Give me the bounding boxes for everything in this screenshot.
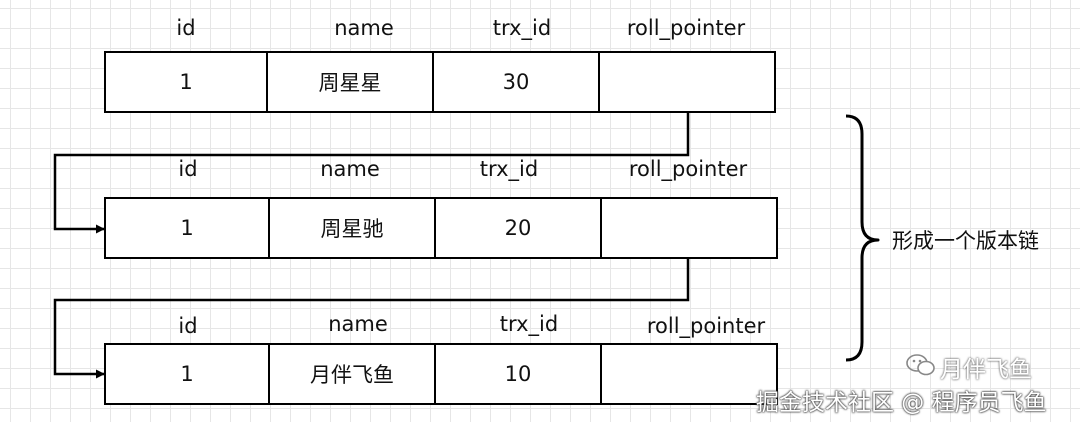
cell-name: 月伴飞鱼: [270, 345, 436, 403]
cell-roll-pointer: [602, 199, 776, 257]
cell-name: 周星星: [268, 53, 434, 111]
roll-pointer-arrow-2: [53, 259, 690, 379]
record-row: 1 周星驰 20: [104, 197, 778, 259]
column-header-name: name: [328, 312, 388, 336]
column-header-roll-pointer: roll_pointer: [628, 157, 748, 181]
roll-pointer-arrow-1: [53, 112, 690, 234]
column-header-name: name: [334, 16, 394, 40]
column-header-trx-id: trx_id: [479, 157, 539, 181]
watermark-site: 掘金技术社区 @ 程序员飞鱼: [756, 390, 1047, 416]
cell-trx-id: 30: [434, 53, 600, 111]
cell-trx-id: 10: [436, 345, 602, 403]
column-header-id: id: [178, 157, 198, 181]
column-header-roll-pointer: roll_pointer: [626, 16, 746, 40]
cell-roll-pointer: [602, 345, 776, 403]
column-header-trx-id: trx_id: [499, 312, 559, 336]
record-row: 1 周星星 30: [104, 51, 776, 113]
cell-id: 1: [106, 199, 270, 257]
cell-id: 1: [106, 53, 268, 111]
watermark-account: 月伴飞鱼: [940, 357, 1032, 383]
cell-trx-id: 20: [436, 199, 602, 257]
cell-roll-pointer: [600, 53, 774, 111]
column-header-roll-pointer: roll_pointer: [646, 314, 766, 338]
wechat-icon: [906, 354, 935, 376]
column-header-trx-id: trx_id: [492, 16, 552, 40]
column-header-id: id: [178, 314, 198, 338]
record-row: 1 月伴飞鱼 10: [104, 343, 778, 405]
curly-brace: [845, 114, 880, 362]
column-header-name: name: [320, 157, 380, 181]
cell-id: 1: [106, 345, 270, 403]
version-chain-label: 形成一个版本链: [892, 229, 1039, 253]
column-header-id: id: [176, 16, 196, 40]
cell-name: 周星驰: [270, 199, 436, 257]
